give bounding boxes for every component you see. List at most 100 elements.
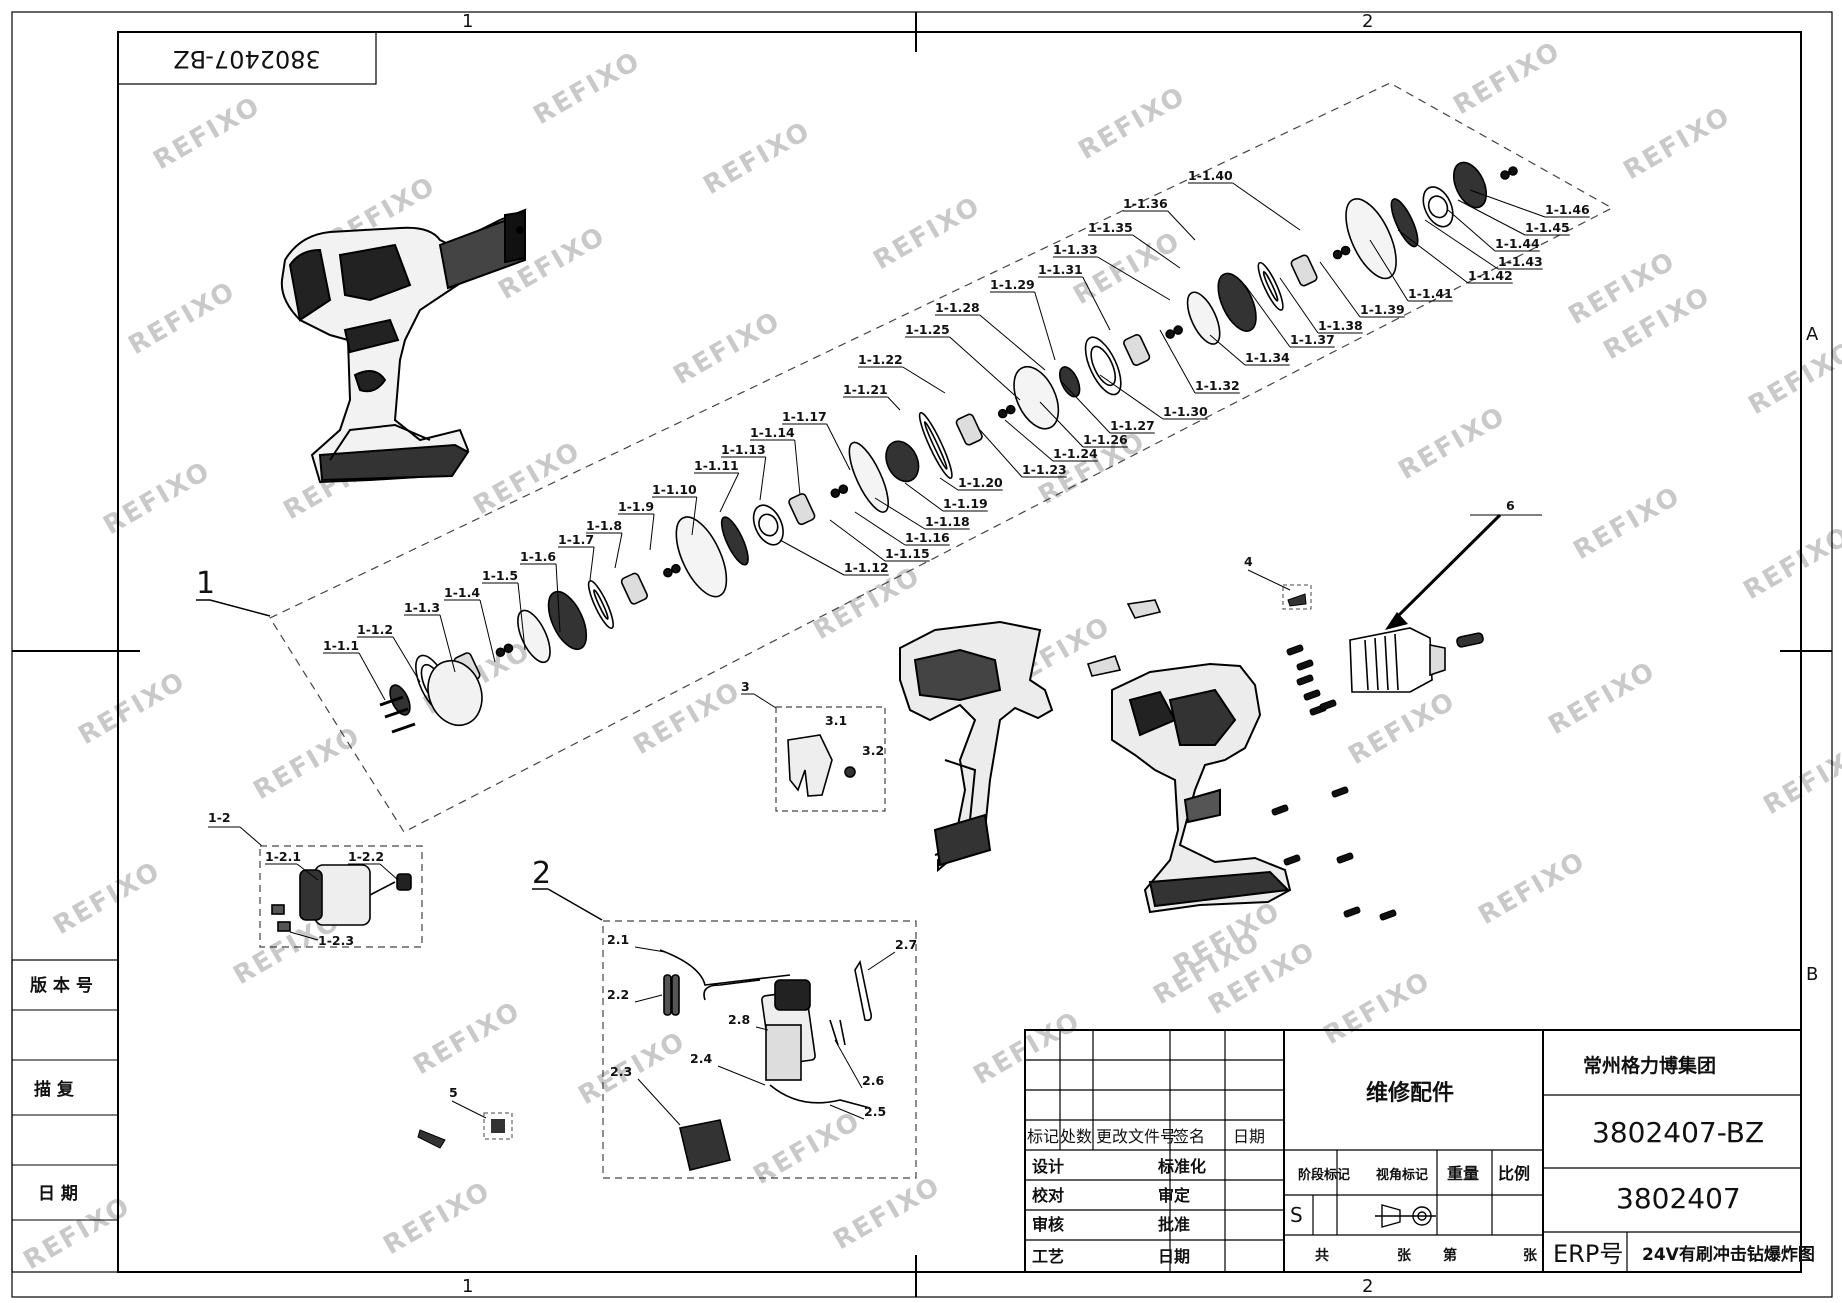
right-housing-illustration bbox=[1111, 662, 1292, 914]
ball-part bbox=[1508, 166, 1518, 176]
bushing-part bbox=[1123, 334, 1151, 366]
switch-illustration bbox=[659, 949, 872, 1171]
gear-part bbox=[389, 684, 411, 716]
housing-part bbox=[675, 516, 728, 598]
motor-illustration bbox=[271, 864, 412, 932]
bushing-part bbox=[620, 572, 648, 605]
sign-row-3: 工艺 bbox=[1032, 1247, 1064, 1266]
part-label-2-5: 2.5 bbox=[864, 1104, 886, 1119]
ring-part bbox=[1257, 261, 1284, 311]
part-label-1-1-3: 1-1.3 bbox=[404, 600, 440, 615]
ring-part bbox=[587, 580, 614, 630]
part-label-1-1-38: 1-1.38 bbox=[1318, 318, 1363, 333]
stage-label: 阶段标记 bbox=[1298, 1167, 1350, 1183]
ring-part bbox=[1084, 336, 1122, 396]
group-1-2-label: 1-2 bbox=[208, 810, 231, 825]
ball-part bbox=[663, 567, 673, 578]
company-name: 常州格力博集团 bbox=[1583, 1054, 1716, 1077]
housing-part bbox=[848, 441, 889, 513]
part-label-1-1-8: 1-1.8 bbox=[586, 518, 622, 533]
watermark-text: REFIXO bbox=[469, 436, 587, 521]
leader-line bbox=[867, 951, 896, 971]
page-label: 第 bbox=[1443, 1247, 1457, 1264]
part-label-1-1-24: 1-1.24 bbox=[1053, 446, 1098, 461]
leader-line bbox=[1209, 334, 1246, 366]
watermark-text: REFIXO bbox=[1569, 481, 1687, 566]
ball-part bbox=[1500, 170, 1510, 180]
watermark-text: REFIXO bbox=[1449, 36, 1567, 121]
watermark-text: REFIXO bbox=[149, 91, 267, 176]
leader-line bbox=[779, 539, 845, 576]
screw-icon bbox=[1296, 659, 1314, 671]
leader-line bbox=[829, 519, 886, 562]
group-2-boundary bbox=[602, 920, 917, 1179]
ring-part-inner bbox=[1427, 195, 1449, 219]
ball-part bbox=[503, 643, 514, 654]
part-label-1-1-33: 1-1.33 bbox=[1053, 242, 1098, 257]
group-3-boundary bbox=[775, 706, 886, 812]
part-label-2-6: 2.6 bbox=[862, 1073, 884, 1088]
part-label-1-1-46: 1-1.46 bbox=[1545, 202, 1590, 217]
screw-icon bbox=[1331, 786, 1349, 798]
ring-part-inner bbox=[758, 513, 779, 537]
part-label-1-1-45: 1-1.45 bbox=[1525, 220, 1570, 235]
part-label-1-1-30: 1-1.30 bbox=[1163, 404, 1208, 419]
chuck-illustration bbox=[1349, 627, 1484, 693]
leader-line bbox=[1447, 209, 1496, 252]
part-label-1-1-19: 1-1.19 bbox=[943, 496, 988, 511]
watermark-text: REFIXO bbox=[1074, 81, 1192, 166]
group-4-label: 4 bbox=[1244, 554, 1253, 569]
leader-line bbox=[634, 994, 663, 1003]
leader-line bbox=[759, 456, 767, 501]
part-label-1-1-35: 1-1.35 bbox=[1088, 220, 1133, 235]
watermark-text: REFIXO bbox=[1344, 686, 1462, 771]
watermark-text: REFIXO bbox=[529, 46, 647, 131]
group-3-label: 3 bbox=[741, 679, 750, 694]
group-1-boundary bbox=[269, 82, 1614, 833]
watermark-text: REFIXO bbox=[49, 856, 167, 941]
part-label-1-1-1: 1-1.1 bbox=[323, 638, 359, 653]
watermark-text: REFIXO bbox=[1744, 336, 1842, 421]
version-label: 版 本 号 bbox=[30, 975, 93, 996]
leader-line bbox=[517, 582, 526, 651]
part-label-1-1-16: 1-1.16 bbox=[905, 530, 950, 545]
screw-icon bbox=[1296, 674, 1314, 686]
watermark-text: REFIXO bbox=[74, 666, 192, 751]
sheets-label: 张 bbox=[1397, 1248, 1412, 1264]
part-label-1-1-42: 1-1.42 bbox=[1468, 268, 1513, 283]
part-label-1-1-4: 1-1.4 bbox=[444, 585, 480, 600]
projection-symbol bbox=[1375, 1204, 1436, 1228]
screw-icon bbox=[1343, 906, 1361, 918]
sign-row2-3: 日期 bbox=[1158, 1247, 1190, 1266]
drawing-number: 3802407-BZ bbox=[1592, 1116, 1764, 1149]
part-label-1-1-18: 1-1.18 bbox=[925, 514, 970, 529]
part-number: 3802407 bbox=[1616, 1182, 1741, 1215]
watermark-text: REFIXO bbox=[1069, 226, 1187, 311]
bushing-part bbox=[955, 413, 983, 446]
ring-part bbox=[918, 411, 953, 479]
ball-part bbox=[1340, 245, 1351, 256]
rear-cap-part bbox=[1452, 161, 1488, 209]
group-2-label: 2 bbox=[532, 856, 551, 891]
zone-row-a: A bbox=[1806, 324, 1819, 345]
leader-line bbox=[1232, 182, 1301, 231]
part-label-1-1-28: 1-1.28 bbox=[935, 300, 980, 315]
screw-icon bbox=[1303, 689, 1321, 701]
ball-part bbox=[671, 563, 681, 574]
leader-line bbox=[1167, 210, 1196, 241]
chart-label: 视角标记 bbox=[1376, 1167, 1428, 1183]
rev-header-4: 日期 bbox=[1233, 1127, 1265, 1146]
erp-label: ERP号 bbox=[1553, 1240, 1623, 1268]
leader-line bbox=[555, 563, 561, 633]
housing-part bbox=[1345, 198, 1397, 280]
gear-part bbox=[1390, 198, 1419, 248]
part-3-1: 3.1 bbox=[825, 713, 847, 728]
leader-line bbox=[1034, 291, 1056, 361]
part-label-1-1-25: 1-1.25 bbox=[905, 322, 950, 337]
loose-part-clip bbox=[417, 1129, 446, 1149]
watermark-text: REFIXO bbox=[124, 276, 242, 361]
part-label-1-1-13: 1-1.13 bbox=[721, 442, 766, 457]
part-label-1-1-15: 1-1.15 bbox=[885, 546, 930, 561]
date-label: 日 期 bbox=[38, 1184, 78, 1204]
